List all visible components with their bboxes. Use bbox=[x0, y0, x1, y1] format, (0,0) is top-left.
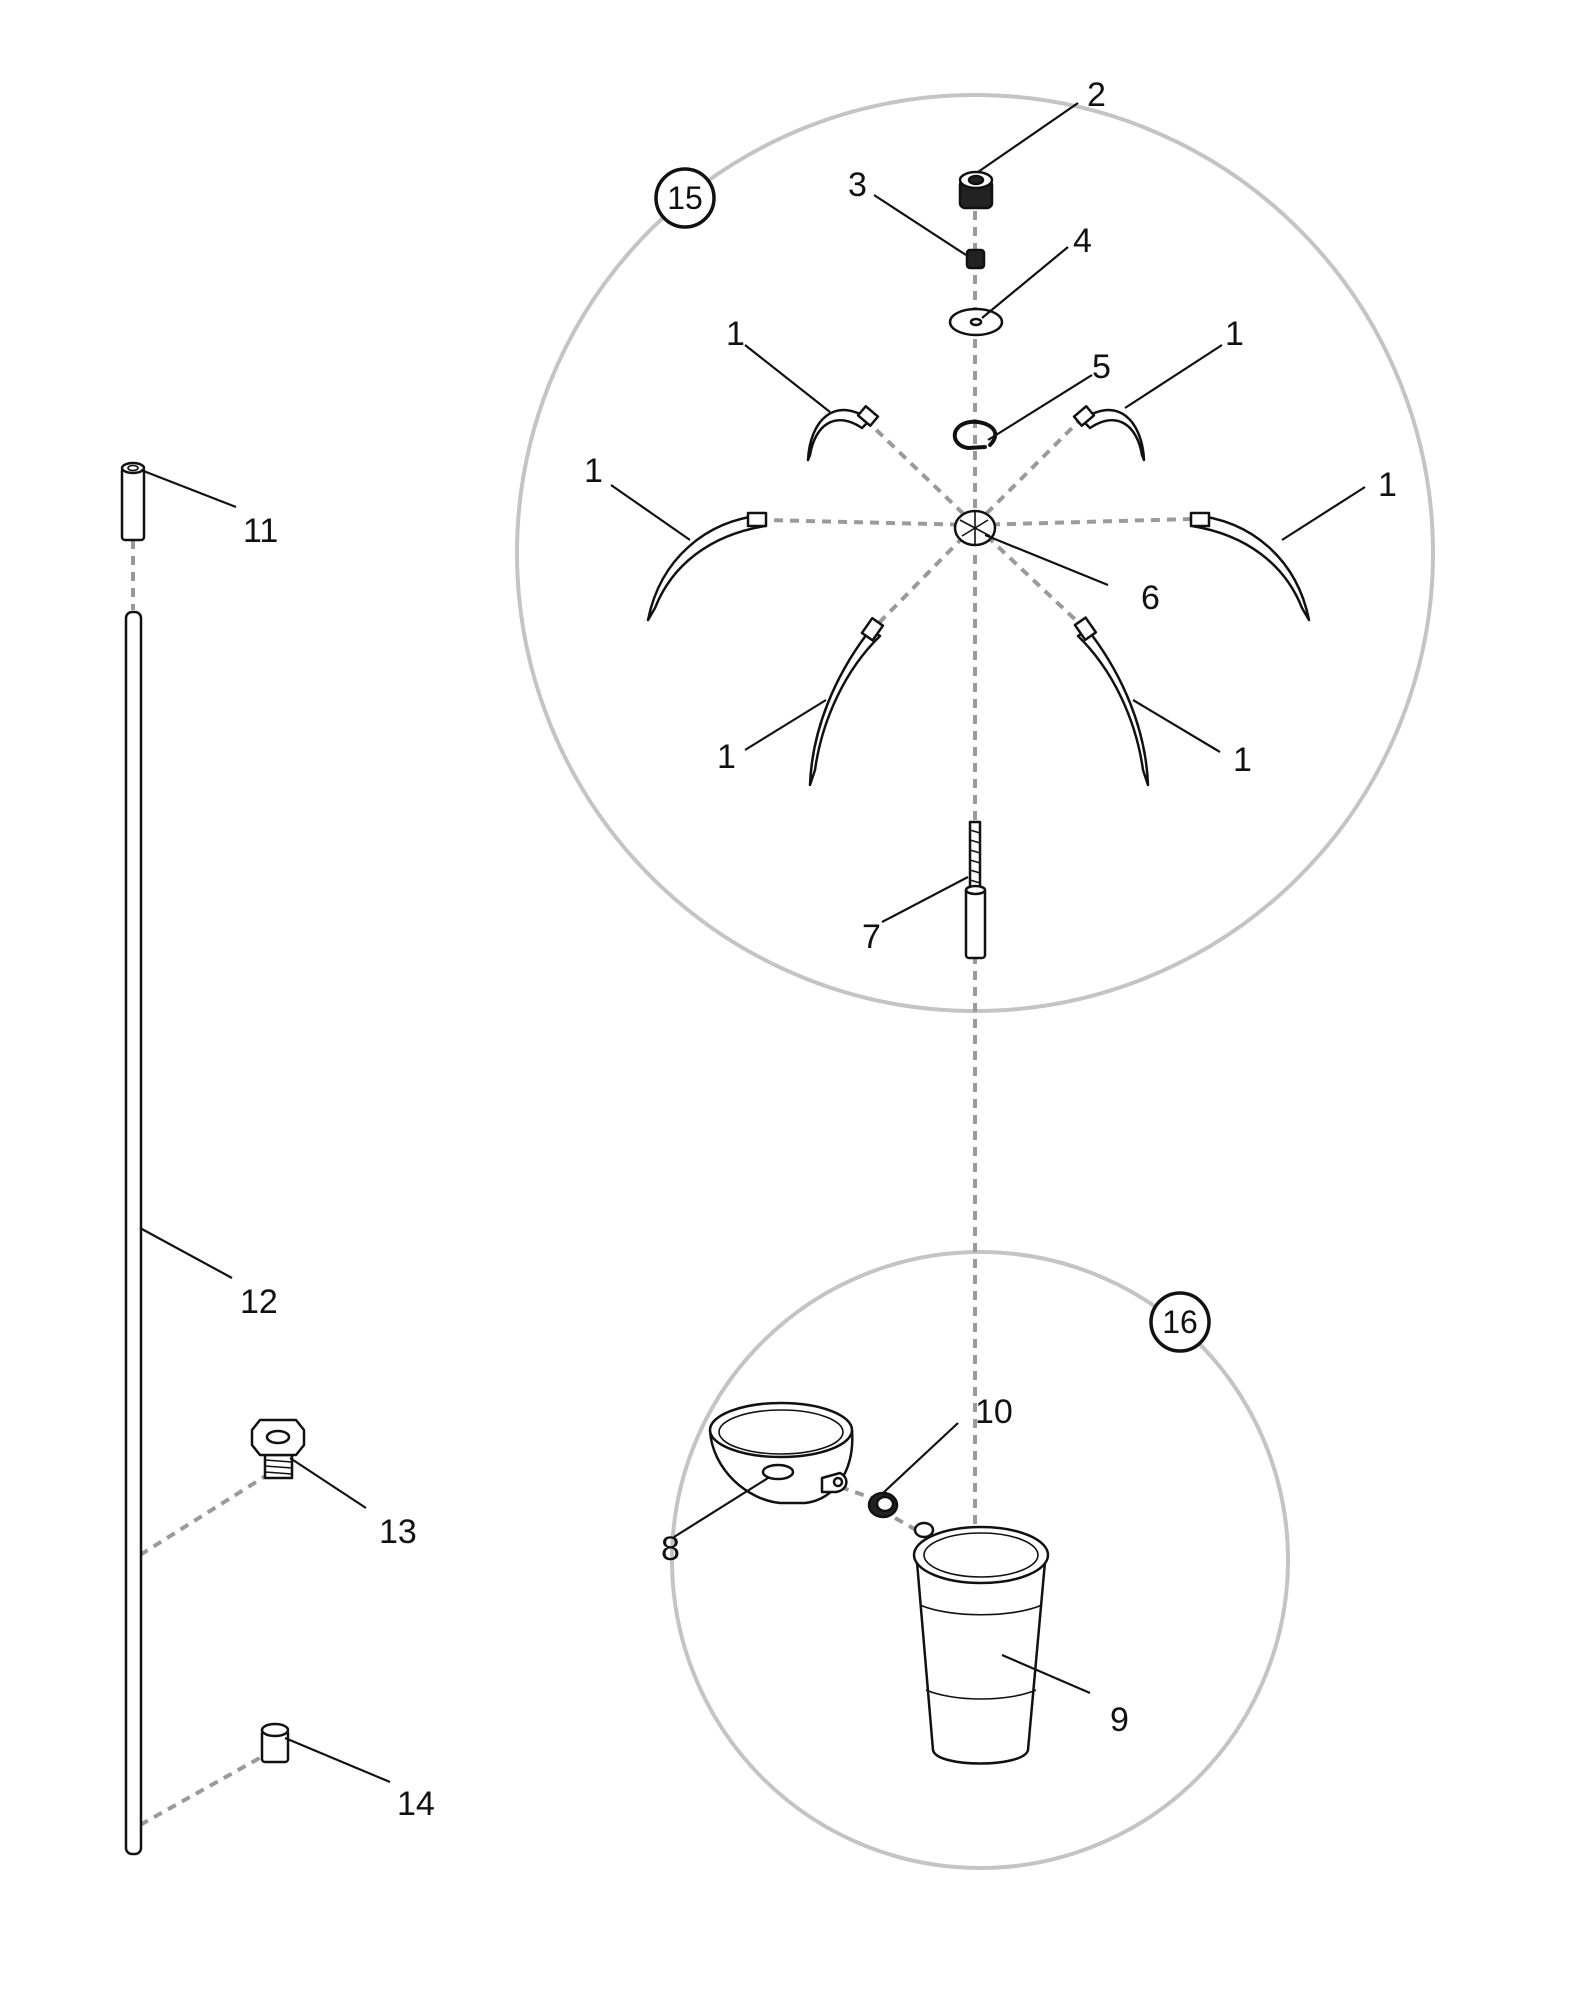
part-5-snap-ring bbox=[952, 419, 998, 450]
callout-14: 14 bbox=[397, 1785, 435, 1823]
part-4-washer bbox=[948, 307, 1004, 337]
callout-labels: 1 1 1 1 1 1 2 3 4 5 6 7 8 9 10 11 12 13 … bbox=[240, 76, 1397, 1823]
callout-9: 9 bbox=[1110, 1701, 1129, 1739]
callout-1-upper-right: 1 bbox=[1225, 315, 1244, 353]
callout-1-left: 1 bbox=[584, 452, 603, 490]
callout-3: 3 bbox=[848, 166, 867, 204]
part-9-cup bbox=[912, 1521, 1050, 1765]
part-10-o-ring bbox=[867, 1491, 899, 1519]
part-11-top-tube bbox=[120, 461, 146, 542]
callout-12: 12 bbox=[240, 1283, 278, 1321]
part-1-arm-lower-left bbox=[808, 616, 885, 787]
part-1-arm-right bbox=[1189, 511, 1311, 622]
part-1-arm-upper-right bbox=[1072, 405, 1146, 462]
callout-11: 11 bbox=[243, 512, 278, 550]
detail-badge-16: 16 bbox=[1149, 1291, 1211, 1353]
part-1-arm-left bbox=[646, 511, 768, 622]
part-14-bushing bbox=[260, 1722, 290, 1764]
callout-8: 8 bbox=[661, 1530, 680, 1568]
callout-7: 7 bbox=[862, 918, 881, 956]
detail-badge-15: 15 bbox=[654, 167, 716, 229]
detail-badge-15-label: 15 bbox=[667, 180, 703, 216]
callout-4: 4 bbox=[1073, 222, 1092, 260]
part-12-long-rod bbox=[124, 610, 143, 1856]
leader-lines bbox=[139, 102, 1366, 1784]
part-6-hub bbox=[953, 509, 997, 547]
callout-1-upper-left: 1 bbox=[726, 315, 745, 353]
part-8-funnel-tray bbox=[708, 1401, 854, 1505]
part-1-arm-upper-left bbox=[806, 405, 880, 462]
callout-13: 13 bbox=[379, 1513, 417, 1551]
detail-badge-16-label: 16 bbox=[1162, 1304, 1198, 1340]
part-1-arm-lower-right bbox=[1073, 616, 1150, 787]
callout-1-lower-left: 1 bbox=[717, 738, 736, 776]
part-2-cap-knob bbox=[958, 170, 994, 210]
part-13-plug-fitting bbox=[250, 1418, 306, 1480]
callout-10: 10 bbox=[975, 1393, 1013, 1431]
callout-1-lower-right: 1 bbox=[1233, 741, 1252, 779]
callout-6: 6 bbox=[1141, 579, 1160, 617]
callout-5: 5 bbox=[1092, 348, 1111, 386]
callout-2: 2 bbox=[1087, 76, 1106, 114]
detail-zone-16 bbox=[670, 1250, 1290, 1870]
part-7-threaded-post bbox=[964, 820, 987, 960]
part-3-nut bbox=[965, 248, 986, 270]
callout-1-right: 1 bbox=[1378, 466, 1397, 504]
assembly-lines bbox=[131, 195, 1191, 1827]
